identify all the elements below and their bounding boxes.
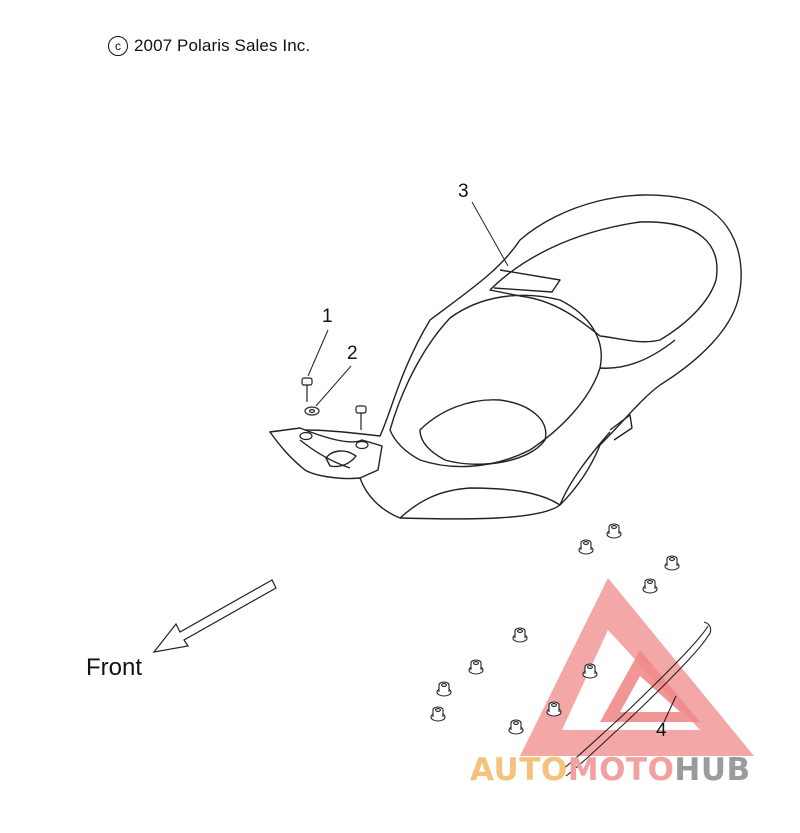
front-direction-label: Front <box>86 654 143 681</box>
callout-2: 2 <box>347 343 358 364</box>
leader-lines <box>307 201 509 407</box>
strap-icon <box>561 621 712 777</box>
copyright-symbol: c <box>108 36 128 56</box>
screw-icon <box>301 377 367 430</box>
copyright-notice: c 2007 Polaris Sales Inc. <box>108 36 310 56</box>
washer-icon <box>299 406 369 450</box>
watermark-text-auto: AUTO <box>470 752 568 788</box>
callout-1: 1 <box>322 306 333 327</box>
callout-3: 3 <box>458 181 469 202</box>
watermark-text-hub: HUB <box>674 752 751 788</box>
push-nut-icon <box>430 523 680 735</box>
callout-4: 4 <box>656 720 667 741</box>
front-arrow-icon <box>152 579 277 653</box>
seat-icon <box>269 194 742 520</box>
watermark-logo-icon <box>520 578 754 756</box>
copyright-text: 2007 Polaris Sales Inc. <box>134 36 311 55</box>
watermark-text-moto: MOTO <box>567 752 675 788</box>
watermark-text: AUTOMOTOHUB <box>470 752 751 788</box>
